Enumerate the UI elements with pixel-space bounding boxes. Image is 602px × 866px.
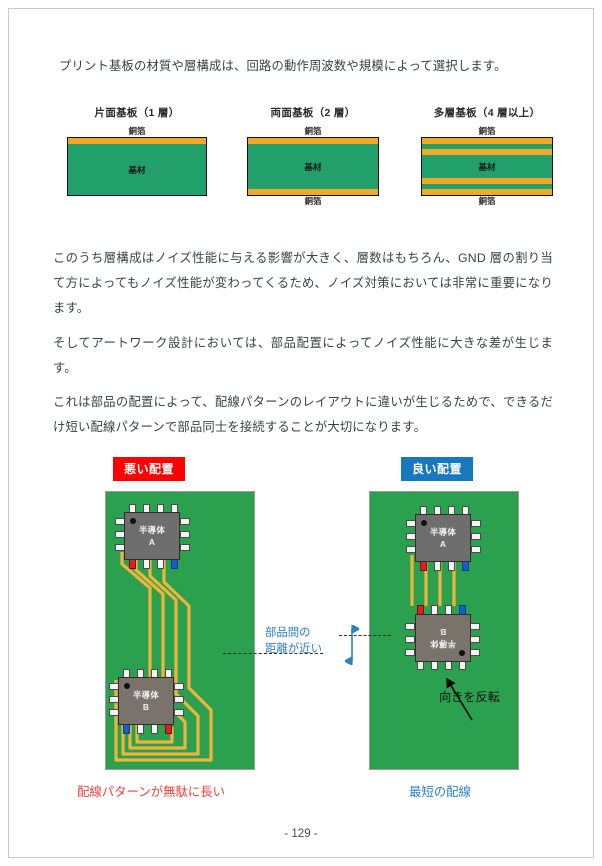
chip-b-body: 半導体 B: [118, 677, 174, 725]
distance-note-line-2: 距離が近い: [265, 643, 322, 655]
chip-a-label-1: 半導体: [138, 525, 166, 535]
pin: [137, 724, 144, 734]
distance-note-line-1: 部品間の: [265, 627, 311, 639]
pin: [470, 636, 480, 643]
pin: [174, 696, 184, 703]
copper-label-top: 銅箔: [128, 126, 146, 136]
document-page: プリント基板の材質や層構成は、回路の動作周波数や規模によって選択します。 片面基…: [8, 8, 594, 858]
chip-b-label-2: B: [439, 627, 447, 637]
bad-layout-caption: 配線パターンが無駄に長い: [77, 785, 226, 799]
core-layer-1: [422, 144, 552, 149]
board-cross-section: 基材: [247, 137, 379, 196]
copper-layer-top: [248, 138, 378, 144]
pin: [434, 561, 441, 571]
paragraph-artwork-design: そしてアートワーク設計においては、部品配置によってノイズ性能に大きな差が生じます…: [53, 336, 553, 375]
copper-layer-bottom: [248, 189, 378, 195]
chip-b-good-flipped: 半導体 B: [405, 604, 481, 672]
core-layer: 基材: [68, 144, 206, 195]
stackup-multilayer: 多層基板（4 層以上） 銅箔 基材 銅箔: [421, 105, 553, 207]
chip-b-bad: 半導体 B: [108, 667, 184, 735]
pin1-dot-icon: [459, 650, 465, 656]
pin: [157, 559, 164, 569]
copper-label-top: 銅箔: [304, 126, 322, 136]
pcb-good-layout: 半導体 A: [369, 491, 519, 770]
paragraph-placement-routing: これは部品の配置によって、配線パターンのレイアウトに違いが生じるためで、できるだ…: [53, 395, 553, 434]
bad-placement-badge: 悪い配置: [113, 457, 186, 481]
distance-note: 部品間の 距離が近い: [265, 625, 322, 657]
pin: [143, 559, 150, 569]
stackup-title: 多層基板（4 層以上）: [433, 107, 541, 119]
copper-layer-1: [422, 138, 552, 144]
board-cross-section: 基材: [67, 137, 207, 196]
pcb-bad-layout: 半導体 A: [105, 491, 255, 770]
pin-signal-blue: [123, 724, 130, 734]
core-layer: 基材: [248, 144, 378, 189]
pin-signal-red: [420, 561, 427, 571]
pin: [471, 546, 481, 553]
stackup-title: 両面基板（2 層）: [270, 107, 356, 119]
flip-note-label: 向きを反転: [439, 690, 500, 704]
chip-a-body: 半導体 A: [415, 514, 471, 562]
placement-comparison: 悪い配置 良い配置: [9, 457, 593, 817]
pin: [405, 649, 415, 656]
pin: [174, 709, 184, 716]
paragraph-layer-composition: このうち層構成はノイズ性能に与える影響が大きく、層数はもちろん、GND 層の割り…: [53, 251, 553, 315]
pin: [470, 623, 480, 630]
pin: [151, 724, 158, 734]
distance-guide-line-right: [339, 635, 391, 636]
pin: [471, 533, 481, 540]
pin1-dot-icon: [421, 520, 427, 526]
chip-b-label-1: 半導体: [132, 690, 160, 700]
pin-signal-blue: [462, 561, 469, 571]
stackup-single-sided: 片面基板（1 層） 銅箔 基材 -: [67, 105, 207, 207]
intro-paragraph: プリント基板の材質や層構成は、回路の動作周波数や規模によって選択します。: [59, 59, 507, 73]
good-layout-caption: 最短の配線: [409, 785, 471, 799]
copper-layer-2: [422, 149, 552, 155]
pin-signal-red: [165, 724, 172, 734]
stackup-double-sided: 両面基板（2 層） 銅箔 基材 銅箔: [247, 105, 379, 207]
pin: [405, 636, 415, 643]
chip-a-label-2: A: [439, 539, 447, 549]
pin1-dot-icon: [124, 683, 130, 689]
core-label: 基材: [128, 164, 146, 175]
pin-signal-blue: [171, 559, 178, 569]
pin: [174, 683, 184, 690]
core-layer-main: 基材: [422, 155, 552, 178]
flip-arrow-icon: [446, 677, 473, 721]
core-label: 基材: [304, 161, 322, 172]
copper-layer-4: [422, 189, 552, 195]
good-placement-badge: 良い配置: [401, 457, 474, 481]
chip-a-label-2: A: [148, 537, 156, 547]
pin-signal-red: [129, 559, 136, 569]
copper-layer-3: [422, 178, 552, 184]
chip-b-body: 半導体 B: [415, 614, 471, 662]
chip-b-label-1: 半導体: [429, 639, 457, 649]
stackup-diagram-group: 片面基板（1 層） 銅箔 基材 - 両面基板（2 層） 銅箔 基材 銅箔: [9, 105, 593, 235]
copper-label-bottom: 銅箔: [304, 196, 322, 206]
core-layer-2: [422, 184, 552, 189]
copper-label-bottom: 銅箔: [478, 196, 496, 206]
page-number: - 129 -: [284, 827, 318, 840]
distance-guide-line-left: [223, 653, 323, 654]
copper-label-top: 銅箔: [478, 126, 496, 136]
pin1-dot-icon: [130, 518, 136, 524]
copper-layer: [68, 138, 206, 144]
core-label: 基材: [478, 161, 496, 172]
chip-a-label-1: 半導体: [429, 527, 457, 537]
pin: [180, 531, 190, 538]
pin: [448, 561, 455, 571]
pin: [470, 649, 480, 656]
pin: [471, 520, 481, 527]
distance-arrow-icon: [345, 625, 359, 665]
pin: [180, 544, 190, 551]
stackup-title: 片面基板（1 層）: [94, 107, 180, 119]
board-cross-section: 基材: [421, 137, 553, 196]
chip-b-label-2: B: [142, 702, 150, 712]
chip-a-body: 半導体 A: [124, 512, 180, 560]
chip-a-bad: 半導体 A: [114, 502, 190, 570]
pin: [405, 623, 415, 630]
chip-a-good: 半導体 A: [405, 504, 481, 572]
pin: [180, 518, 190, 525]
